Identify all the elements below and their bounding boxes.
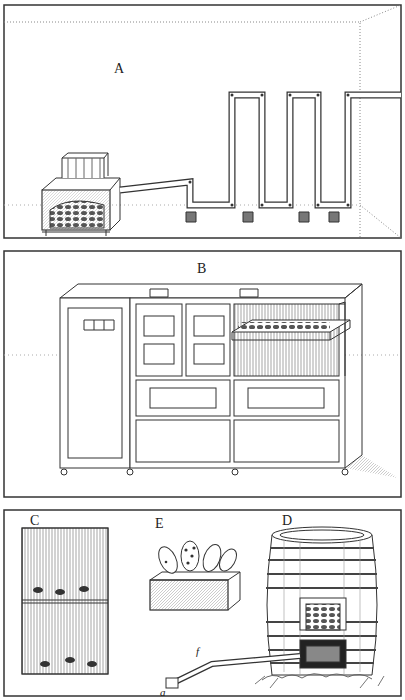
figure-letter: D [282,514,292,528]
figure-letter: A [114,62,124,76]
panel-b [4,251,401,497]
panel-c-d-e [4,510,401,696]
figure-letter: C [30,514,39,528]
figure-letter: f [196,646,199,657]
figure-letter: E [155,517,164,531]
figure-letter: B [197,262,206,276]
panel-a [4,5,401,238]
figure-letter: a [160,687,166,698]
